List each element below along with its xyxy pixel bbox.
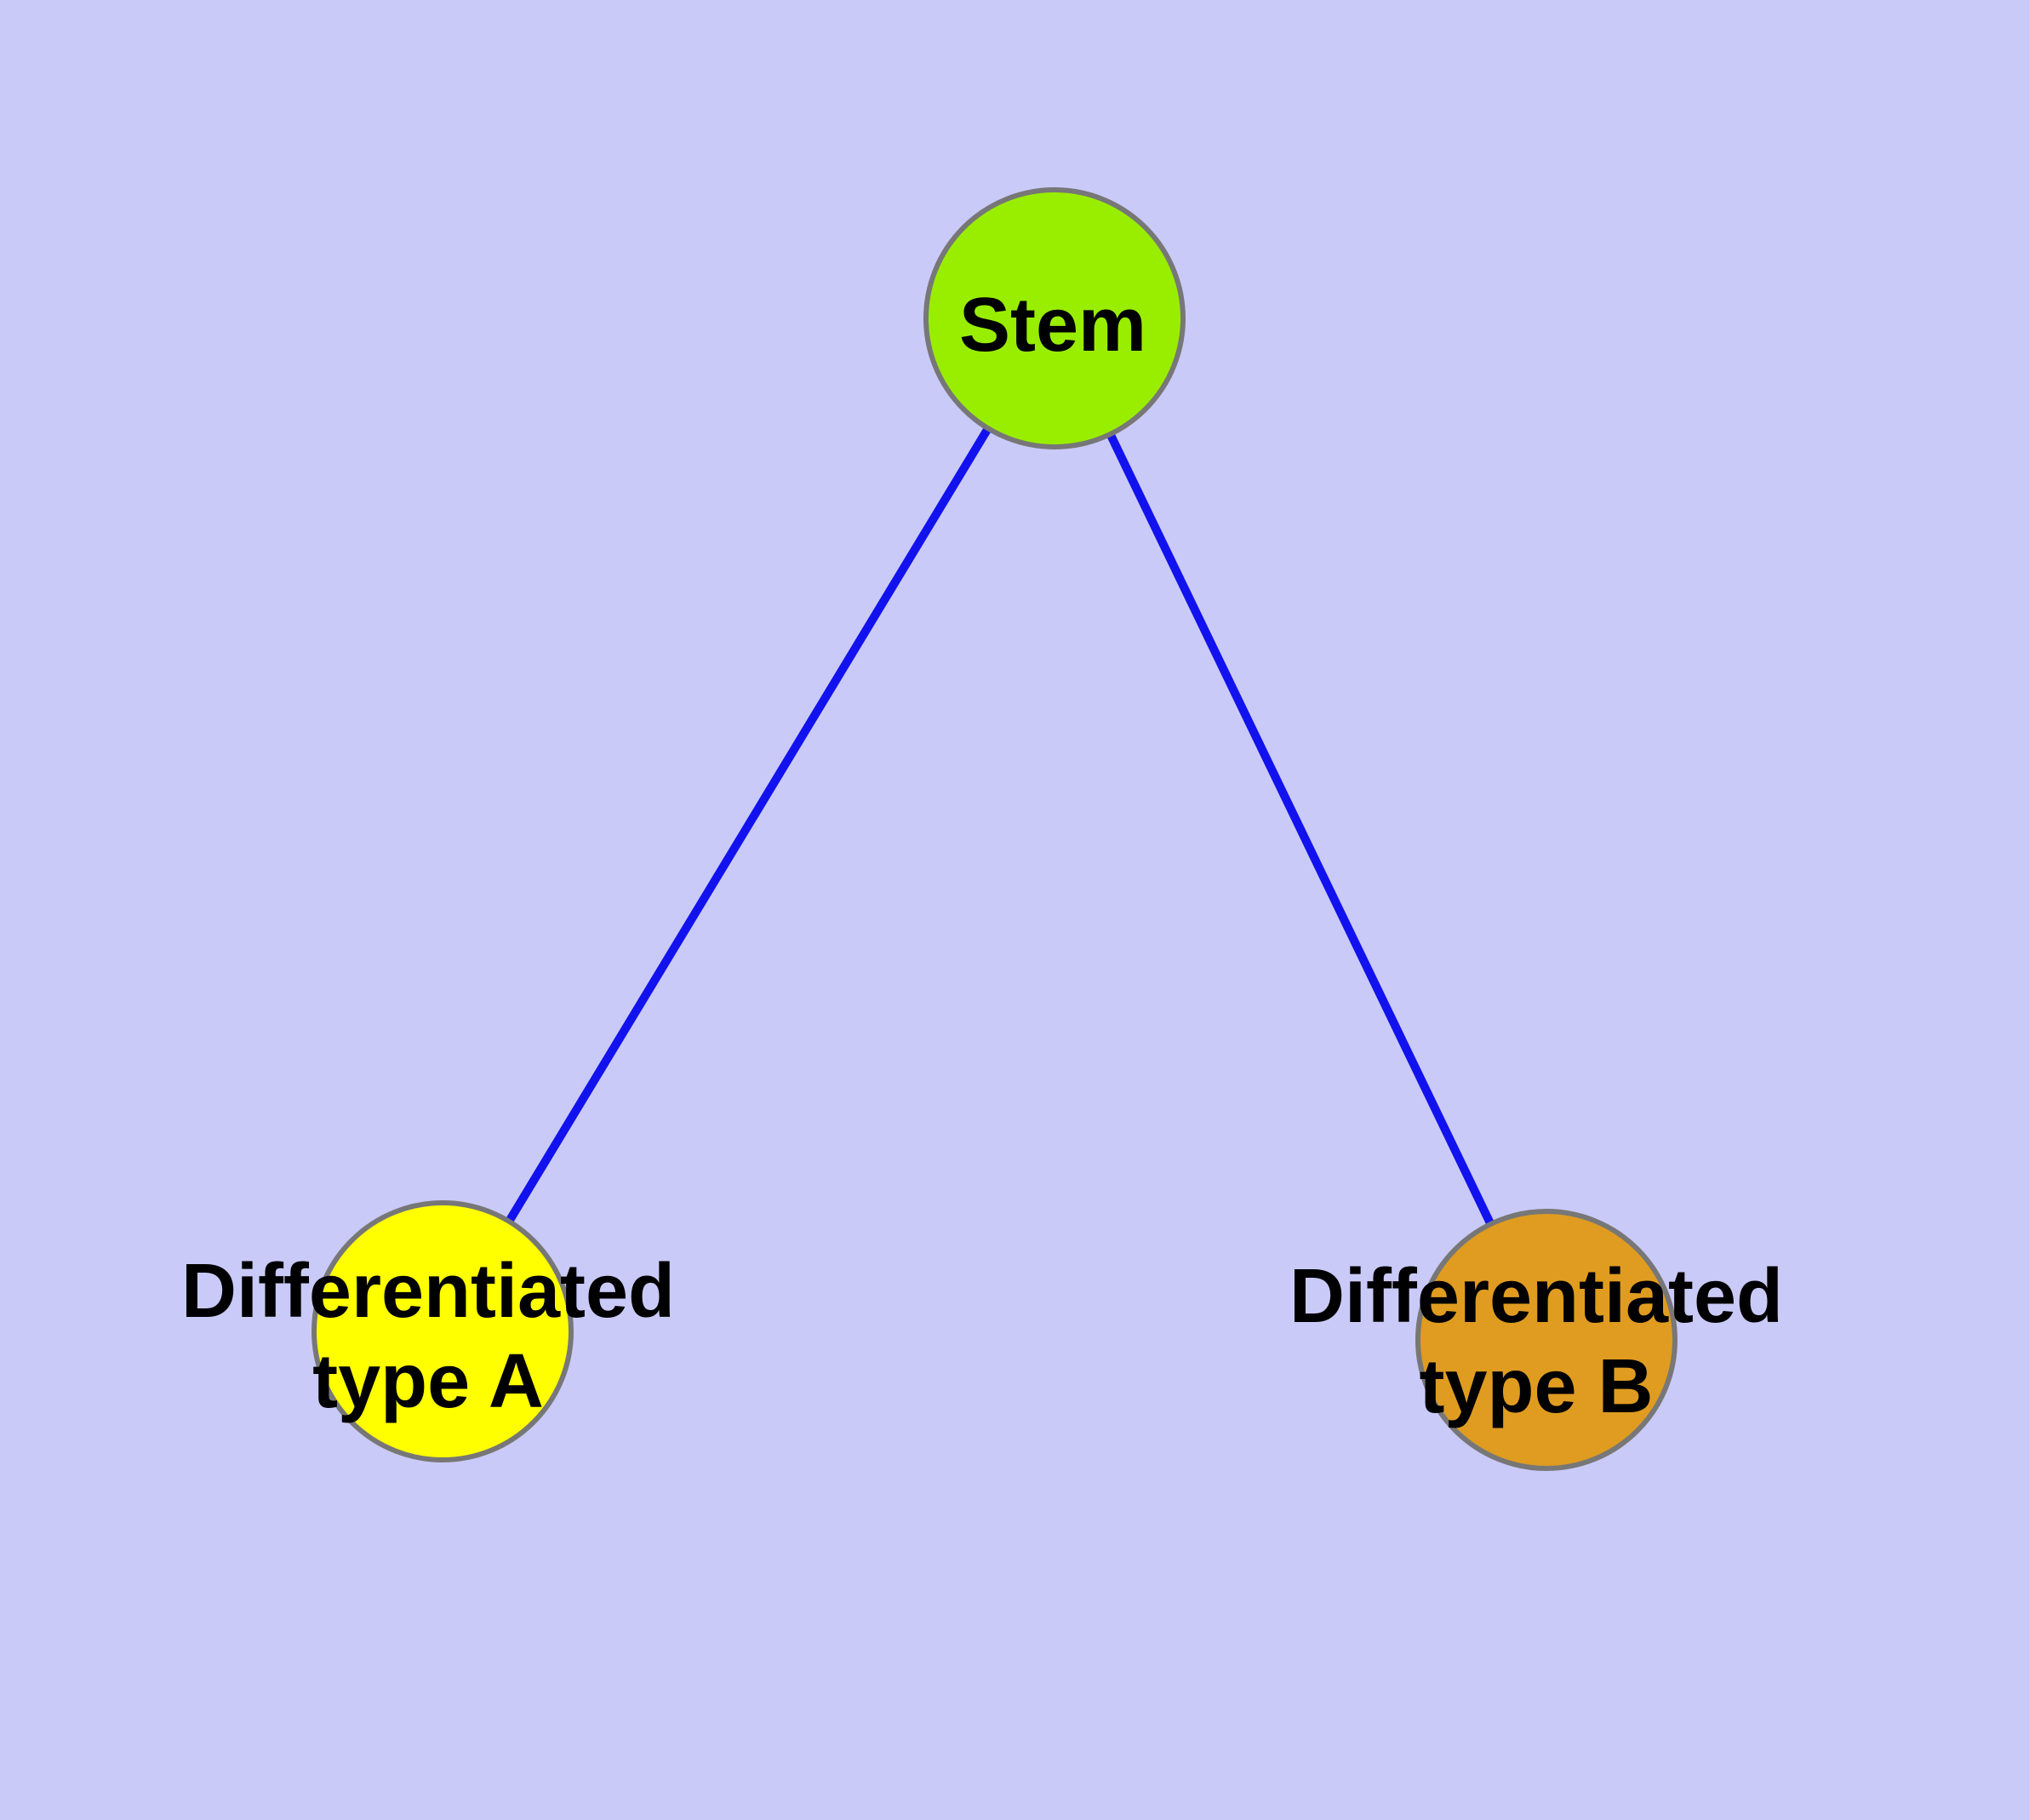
node-differentiated-type-b-label-line1: Differentiated (1289, 1254, 1783, 1339)
node-differentiated-type-b-label-line2: type B (1419, 1344, 1653, 1429)
node-differentiated-type-a-label-line2: type A (312, 1339, 544, 1424)
edge-stem-to-type-a (438, 316, 1059, 1334)
edge-stem-to-type-b (1050, 316, 1551, 1342)
node-differentiated-type-a-circle (311, 1200, 574, 1462)
node-differentiated-type-b-circle (1415, 1209, 1677, 1471)
node-stem-circle (923, 187, 1186, 449)
node-stem-label: Stem (959, 283, 1146, 368)
node-differentiated-type-a-label-line1: Differentiated (181, 1249, 675, 1334)
